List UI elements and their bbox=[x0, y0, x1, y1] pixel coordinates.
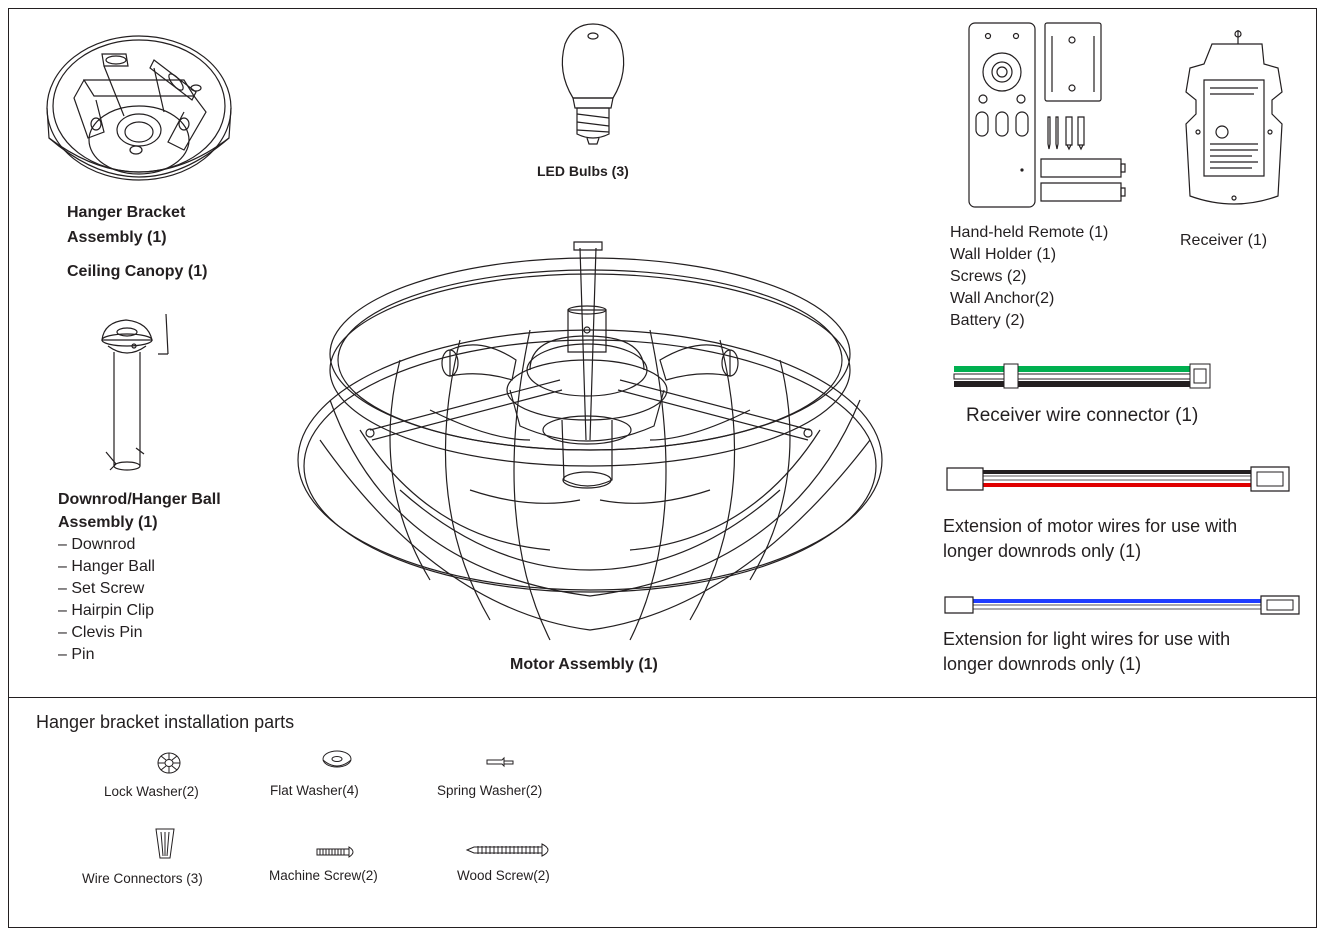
motor-wire-extension-drawing bbox=[943, 464, 1293, 494]
remote-parts-list: Hand-held Remote (1) Wall Holder (1) Scr… bbox=[950, 222, 1108, 332]
downrod-assembly-drawing bbox=[96, 312, 176, 474]
lock-washer-label: Lock Washer(2) bbox=[104, 784, 199, 799]
receiver-wire-connector-drawing bbox=[954, 362, 1214, 392]
wire-connector-icon bbox=[155, 828, 175, 860]
light-wire-extension-label-1: Extension for light wires for use with bbox=[943, 629, 1231, 649]
motor-wire-extension-label-1: Extension of motor wires for use with bbox=[943, 516, 1238, 536]
remote-list-item: Wall Holder (1) bbox=[950, 246, 1057, 263]
motor-assembly-drawing bbox=[290, 240, 890, 650]
receiver-wire-connector-label: Receiver wire connector (1) bbox=[966, 405, 1199, 426]
downrod-list-item: – Pin bbox=[58, 646, 95, 663]
receiver-drawing bbox=[1182, 28, 1286, 212]
hanger-bracket-label-2: Assembly (1) bbox=[67, 229, 167, 246]
remote-list-item: Battery (2) bbox=[950, 312, 1025, 329]
downrod-list-item: – Hairpin Clip bbox=[58, 602, 155, 619]
led-bulb-drawing bbox=[553, 22, 633, 146]
ceiling-canopy-label: Ceiling Canopy (1) bbox=[67, 263, 208, 280]
wood-screw-icon bbox=[466, 843, 556, 857]
downrod-list-item: – Set Screw bbox=[58, 580, 145, 597]
downrod-list-item: – Clevis Pin bbox=[58, 624, 143, 641]
hardware-section-title: Hanger bracket installation parts bbox=[36, 712, 295, 732]
remote-list-item: Wall Anchor(2) bbox=[950, 290, 1055, 307]
remote-list-item: Hand-held Remote (1) bbox=[950, 224, 1109, 241]
lock-washer-icon bbox=[157, 752, 181, 774]
hanger-bracket-canopy-drawing bbox=[44, 20, 234, 202]
wall-holder-drawing bbox=[1044, 22, 1102, 102]
wire-connectors-label: Wire Connectors (3) bbox=[82, 871, 203, 886]
downrod-parts-list: – Downrod – Hanger Ball – Set Screw – Ha… bbox=[58, 534, 155, 666]
section-divider bbox=[8, 697, 1317, 698]
machine-screw-icon bbox=[316, 846, 358, 858]
batteries-drawing bbox=[1040, 158, 1126, 204]
motor-wire-extension-label-2: longer downrods only (1) bbox=[943, 541, 1142, 561]
receiver-label: Receiver (1) bbox=[1180, 232, 1268, 249]
screws-anchors-drawing bbox=[1044, 116, 1090, 150]
flat-washer-icon bbox=[322, 750, 352, 770]
downrod-list-item: – Hanger Ball bbox=[58, 558, 155, 575]
motor-assembly-label: Motor Assembly (1) bbox=[510, 656, 658, 673]
wood-screw-label: Wood Screw(2) bbox=[457, 868, 550, 883]
flat-washer-label: Flat Washer(4) bbox=[270, 783, 359, 798]
downrod-list-item: – Downrod bbox=[58, 536, 136, 553]
hanger-bracket-label-1: Hanger Bracket bbox=[67, 204, 186, 221]
spring-washer-label: Spring Washer(2) bbox=[437, 783, 543, 798]
downrod-label-1: Downrod/Hanger Ball bbox=[58, 491, 221, 508]
led-bulbs-label: LED Bulbs (3) bbox=[537, 163, 629, 179]
spring-washer-icon bbox=[486, 757, 514, 767]
light-wire-extension-label-2: longer downrods only (1) bbox=[943, 654, 1142, 674]
light-wire-extension-drawing bbox=[943, 594, 1303, 616]
machine-screw-label: Machine Screw(2) bbox=[269, 868, 378, 883]
downrod-label-2: Assembly (1) bbox=[58, 514, 158, 531]
remote-list-item: Screws (2) bbox=[950, 268, 1027, 285]
remote-control-drawing bbox=[968, 22, 1036, 208]
